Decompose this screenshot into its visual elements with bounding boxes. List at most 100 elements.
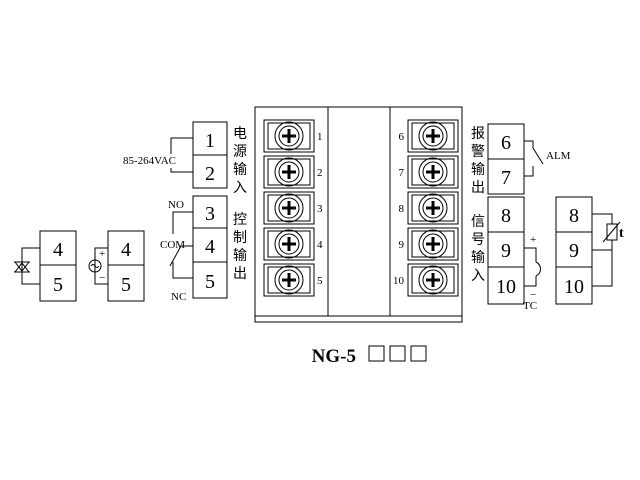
svg-text:制: 制 bbox=[233, 230, 247, 246]
ssr2-minus: − bbox=[99, 272, 105, 284]
signal-input-caption: 信 号 输 入 bbox=[471, 214, 485, 284]
thermocouple-junction-icon bbox=[535, 261, 541, 277]
right-terminal-slot-8: 8 bbox=[399, 191, 459, 225]
svg-text:控: 控 bbox=[233, 212, 247, 228]
screw-icon bbox=[418, 157, 448, 187]
ssr1-terminal-5-box bbox=[39, 264, 77, 302]
left-terminal-slot-number: 5 bbox=[317, 275, 323, 287]
ssr2-plus: + bbox=[99, 248, 105, 260]
power-terminal-2-box bbox=[192, 154, 228, 189]
control-output-caption: 控 制 输 出 bbox=[233, 212, 247, 282]
screw-icon bbox=[418, 193, 448, 223]
screw-icon bbox=[418, 229, 448, 259]
tc-wire-minus bbox=[524, 276, 537, 287]
screw-icon bbox=[274, 121, 304, 151]
screw-icon bbox=[418, 265, 448, 295]
rtd-wire-mid bbox=[592, 240, 613, 251]
signal-terminal-9: 9 bbox=[501, 240, 511, 262]
rtd-resistor-icon bbox=[602, 221, 621, 243]
left-terminal-slot-4: 4 bbox=[263, 227, 323, 261]
control-terminal-4: 4 bbox=[205, 236, 215, 258]
model-option-boxes bbox=[368, 345, 427, 362]
ssr1-terminal-5: 5 bbox=[53, 274, 63, 296]
alarm-contact-upper bbox=[524, 140, 544, 165]
screw-icon bbox=[274, 193, 304, 223]
signal-terminal-9-box bbox=[487, 231, 525, 268]
svg-text:电: 电 bbox=[233, 126, 247, 142]
module-outline bbox=[254, 106, 463, 323]
ssr1-terminal-4: 4 bbox=[53, 239, 63, 261]
svg-text:入: 入 bbox=[233, 180, 247, 196]
ssr2-terminal-4: 4 bbox=[121, 239, 131, 261]
rtd-terminal-8-box bbox=[555, 196, 593, 233]
right-terminal-slot-10: 10 bbox=[393, 263, 459, 297]
terminal-module: 1 2 3 4 5 6 7 8 9 10 bbox=[254, 106, 463, 323]
control-output-block: 3 4 5 NO COM NC bbox=[160, 195, 228, 303]
ssr1-wire bbox=[21, 247, 40, 285]
relay-nc-label: NC bbox=[171, 291, 186, 303]
relay-nc-wire bbox=[172, 262, 193, 279]
svg-text:报: 报 bbox=[471, 126, 485, 142]
alarm-output-caption: 报 警 输 出 bbox=[471, 126, 485, 196]
svg-text:出: 出 bbox=[471, 180, 485, 196]
rtd-terminal-10-box bbox=[555, 266, 593, 305]
power-input-caption: 电 源 输 入 bbox=[233, 126, 247, 196]
control-terminal-5-box bbox=[192, 261, 228, 299]
tc-wire-plus bbox=[524, 247, 537, 262]
power-terminal-1: 1 bbox=[205, 130, 215, 152]
ssr-block-thyristor: 4 5 bbox=[14, 230, 77, 302]
alarm-output-block: 6 7 ALM bbox=[487, 123, 571, 195]
right-terminal-slot-number: 6 bbox=[399, 131, 405, 143]
rtd-terminal-10: 10 bbox=[564, 276, 584, 298]
screw-icon bbox=[274, 229, 304, 259]
right-terminal-slot-number: 7 bbox=[399, 167, 405, 179]
left-terminal-slot-number: 3 bbox=[317, 203, 323, 215]
alarm-terminal-6: 6 bbox=[501, 132, 511, 154]
rtd-symbol: t bbox=[619, 226, 624, 241]
right-terminal-slots: 6 7 8 9 10 bbox=[393, 119, 459, 297]
power-voltage-label: 85-264VAC bbox=[123, 155, 176, 167]
control-terminal-4-box bbox=[192, 227, 228, 263]
alarm-terminal-7: 7 bbox=[501, 167, 511, 189]
sine-wave-icon bbox=[90, 264, 100, 268]
svg-text:源: 源 bbox=[233, 144, 247, 160]
screw-icon bbox=[274, 157, 304, 187]
control-terminal-3-box bbox=[192, 195, 228, 229]
alarm-label: ALM bbox=[546, 150, 571, 162]
right-terminal-slot-9: 9 bbox=[399, 227, 459, 261]
power-wire-1 bbox=[170, 137, 193, 154]
svg-text:输: 输 bbox=[233, 248, 247, 264]
model-title: NG-5 bbox=[312, 345, 427, 367]
alarm-contact-lower bbox=[524, 166, 534, 177]
left-terminal-slot-3: 3 bbox=[263, 191, 323, 225]
tc-plus: + bbox=[530, 234, 536, 246]
screw-icon bbox=[274, 265, 304, 295]
svg-text:入: 入 bbox=[471, 268, 485, 284]
control-terminal-5: 5 bbox=[205, 271, 215, 293]
signal-input-block: 8 9 10 + − TC bbox=[487, 196, 541, 312]
option-box bbox=[368, 345, 385, 362]
left-terminal-slot-number: 4 bbox=[317, 239, 323, 251]
ssr-block-voltage: 4 5 + − bbox=[88, 230, 145, 302]
left-terminal-slot-number: 2 bbox=[317, 167, 323, 179]
left-terminal-slot-5: 5 bbox=[263, 263, 323, 297]
left-terminal-slots: 1 2 3 4 5 bbox=[263, 119, 323, 297]
ssr2-terminal-4-box bbox=[107, 230, 145, 266]
svg-text:输: 输 bbox=[471, 162, 485, 178]
svg-text:出: 出 bbox=[233, 266, 247, 282]
relay-no-label: NO bbox=[168, 199, 184, 211]
tc-label: TC bbox=[523, 300, 537, 312]
svg-text:输: 输 bbox=[233, 162, 247, 178]
right-terminal-slot-number: 9 bbox=[399, 239, 405, 251]
svg-text:警: 警 bbox=[471, 144, 485, 160]
right-terminal-slot-6: 6 bbox=[399, 119, 459, 153]
ssr2-terminal-5: 5 bbox=[121, 274, 131, 296]
svg-text:号: 号 bbox=[471, 232, 485, 248]
relay-com-label: COM bbox=[160, 239, 185, 251]
right-terminal-slot-number: 10 bbox=[393, 275, 405, 287]
signal-terminal-10-box bbox=[487, 266, 525, 305]
power-wire-2 bbox=[170, 168, 193, 173]
voltage-source-icon bbox=[88, 259, 102, 273]
left-terminal-slot-1: 1 bbox=[263, 119, 323, 153]
